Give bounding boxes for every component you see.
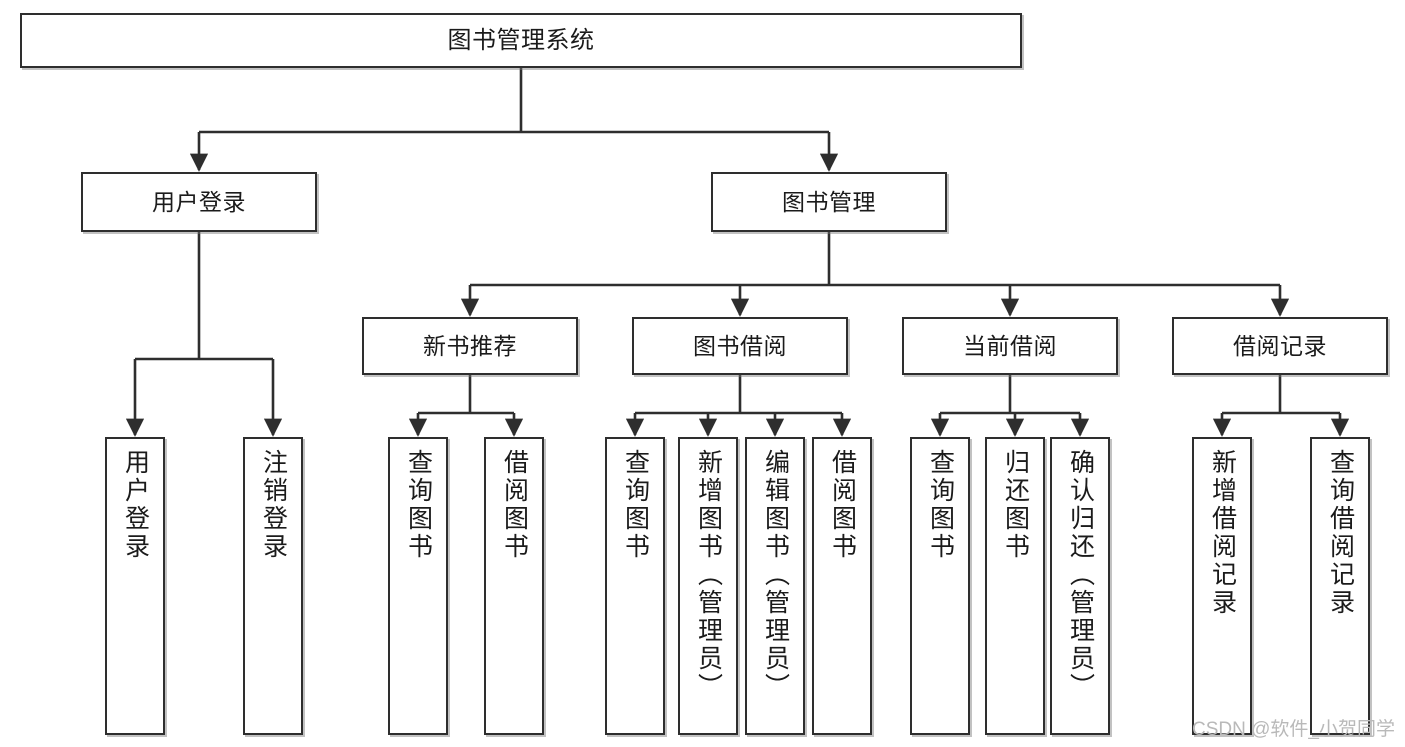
node-leaf-borrow-book-2[interactable]: 借阅图书 bbox=[812, 437, 872, 735]
node-label: 借阅图书 bbox=[828, 449, 857, 561]
node-leaf-user-logout[interactable]: 注销登录 bbox=[243, 437, 303, 735]
node-label: 新增借阅记录 bbox=[1208, 449, 1237, 617]
node-leaf-query-book-1[interactable]: 查询图书 bbox=[388, 437, 448, 735]
node-user-login[interactable]: 用户登录 bbox=[81, 172, 317, 232]
node-label: 图书借阅 bbox=[693, 332, 787, 359]
node-label: 归还图书 bbox=[1001, 449, 1030, 561]
node-leaf-query-record[interactable]: 查询借阅记录 bbox=[1310, 437, 1370, 735]
node-leaf-query-book-2[interactable]: 查询图书 bbox=[605, 437, 665, 735]
watermark-text: CSDN @软件_小贺同学 bbox=[1192, 719, 1395, 740]
node-leaf-return-book[interactable]: 归还图书 bbox=[985, 437, 1045, 735]
node-leaf-add-record[interactable]: 新增借阅记录 bbox=[1192, 437, 1252, 735]
node-label: 新增图书（管理员） bbox=[694, 449, 723, 701]
node-label: 查询借阅记录 bbox=[1326, 449, 1355, 617]
node-label: 用户登录 bbox=[121, 449, 150, 561]
node-label: 图书管理系统 bbox=[447, 26, 595, 54]
node-label: 注销登录 bbox=[259, 449, 288, 561]
node-leaf-add-book[interactable]: 新增图书（管理员） bbox=[678, 437, 738, 735]
node-label: 借阅记录 bbox=[1233, 332, 1327, 359]
node-book-manage[interactable]: 图书管理 bbox=[711, 172, 947, 232]
node-label: 图书管理 bbox=[782, 188, 876, 215]
node-current-borrow[interactable]: 当前借阅 bbox=[902, 317, 1118, 375]
node-book-borrow[interactable]: 图书借阅 bbox=[632, 317, 848, 375]
node-borrow-record[interactable]: 借阅记录 bbox=[1172, 317, 1388, 375]
node-label: 用户登录 bbox=[152, 188, 246, 215]
node-label: 确认归还（管理员） bbox=[1066, 449, 1095, 701]
node-leaf-borrow-book-1[interactable]: 借阅图书 bbox=[484, 437, 544, 735]
node-label: 查询图书 bbox=[621, 449, 650, 561]
node-label: 当前借阅 bbox=[963, 332, 1057, 359]
node-leaf-query-book-3[interactable]: 查询图书 bbox=[910, 437, 970, 735]
node-leaf-edit-book[interactable]: 编辑图书（管理员） bbox=[745, 437, 805, 735]
node-leaf-confirm-return[interactable]: 确认归还（管理员） bbox=[1050, 437, 1110, 735]
node-label: 借阅图书 bbox=[500, 449, 529, 561]
node-leaf-user-login[interactable]: 用户登录 bbox=[105, 437, 165, 735]
node-label: 查询图书 bbox=[926, 449, 955, 561]
node-label: 新书推荐 bbox=[423, 332, 517, 359]
node-label: 编辑图书（管理员） bbox=[761, 449, 790, 701]
node-new-book-rec[interactable]: 新书推荐 bbox=[362, 317, 578, 375]
node-root[interactable]: 图书管理系统 bbox=[20, 13, 1022, 68]
node-label: 查询图书 bbox=[404, 449, 433, 561]
